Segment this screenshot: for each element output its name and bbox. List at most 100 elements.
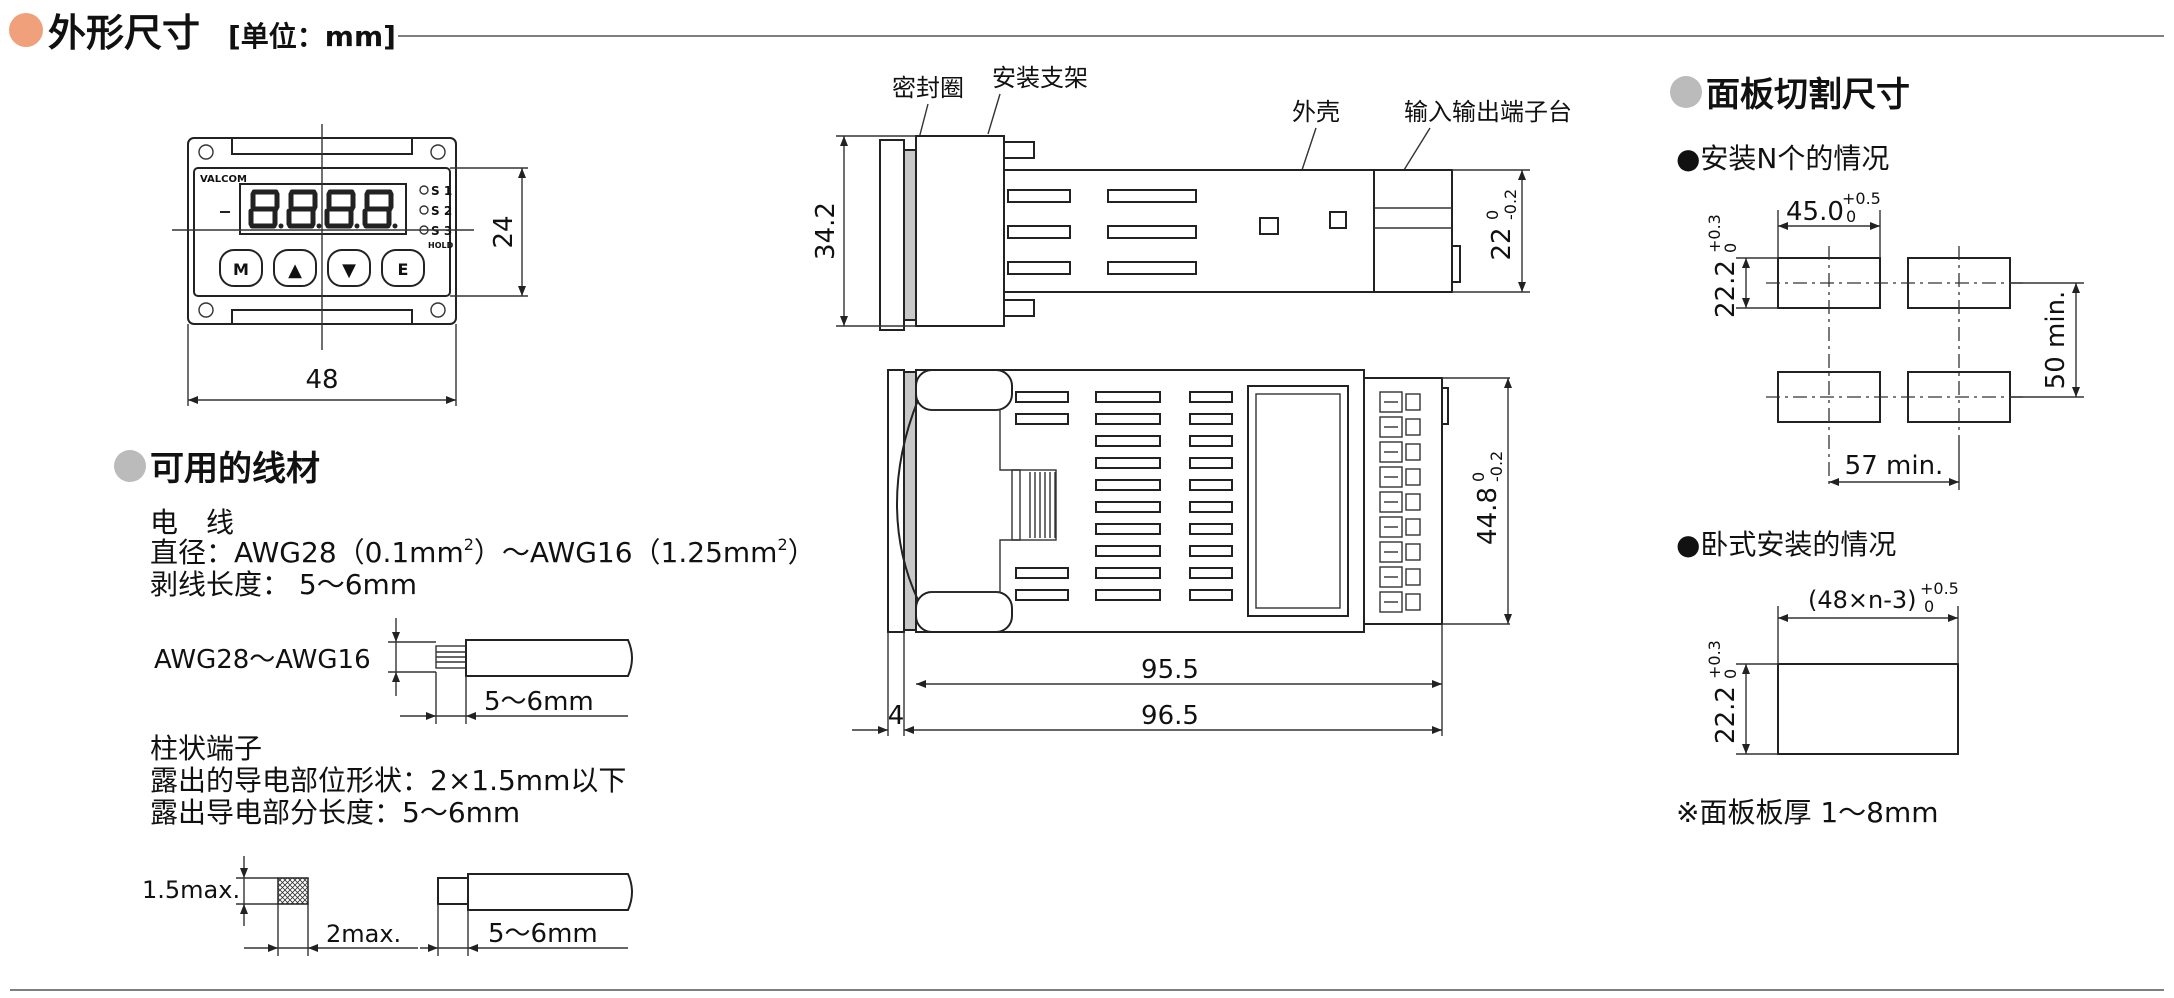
tol-lower: -0.2 (1487, 451, 1506, 482)
gang-width: (48×n-3) (1808, 586, 1917, 614)
pin-max-w: 2max. (326, 920, 401, 948)
vent-slot (1189, 545, 1233, 557)
vent-slot (1095, 545, 1161, 557)
pin-sleeve (467, 873, 633, 911)
section-bullet-icon (1670, 76, 1702, 108)
decimal-point (278, 223, 284, 229)
vent-slot (1015, 567, 1069, 579)
window-inner (1255, 393, 1341, 609)
gang-width-tol-upper: +0.5 (1920, 579, 1959, 598)
terminal-nub-b (1441, 387, 1449, 425)
pin-max-h: 1.5max. (142, 876, 240, 904)
label-bracket: 安装支架 (992, 64, 1088, 92)
vent-slot (1095, 391, 1161, 403)
gang-height: 22.2 (1711, 686, 1741, 744)
dim-height-24: 24 (489, 215, 519, 248)
lamp-icon (419, 205, 429, 215)
arrow-icon (392, 632, 400, 682)
leader-line (1301, 127, 1317, 171)
connector-block (1011, 469, 1057, 541)
indicator-s1: S 1 (431, 184, 452, 198)
dim-34-2: 34.2 (811, 202, 841, 260)
dim-96-5: 96.5 (1141, 701, 1199, 731)
digit-segment (286, 189, 318, 229)
case-horizontal-label: ●卧式安装的情况 (1676, 528, 1896, 561)
terminal-screw-icon (1379, 416, 1403, 438)
front-flange-b (887, 369, 905, 633)
vent-slot (1189, 479, 1233, 491)
decimal-point (392, 223, 398, 229)
seven-segment-display (248, 189, 398, 229)
wire-diameter: 直径：AWG28（0.1mm2）～AWG16（1.25mm2） (150, 535, 816, 569)
terminal-clamp (1405, 543, 1421, 561)
vent-slots-b (1011, 391, 1233, 601)
arrow-icon (1742, 258, 1750, 308)
horizontal-pitch: 57 min. (1845, 451, 1944, 481)
key-down-button (327, 249, 371, 287)
wire-range: AWG28～AWG16 (154, 645, 371, 675)
vent-slot (1189, 457, 1233, 469)
vent-slot (1189, 435, 1233, 447)
front-keys: M ▲ ▼ E (219, 249, 425, 287)
terminal-clamp (1405, 418, 1421, 436)
pin-end (437, 877, 469, 905)
vent-slot (1007, 225, 1071, 239)
vent-slots (1007, 189, 1197, 275)
vent-slot (1107, 189, 1197, 203)
key-m-button (219, 249, 263, 287)
bracket-block (915, 135, 1005, 327)
terminal-screw-icon (1379, 441, 1403, 463)
front-view: VALCOM S 1 S 2 S 3 HOLD M ▲ ▼ E (172, 124, 528, 406)
terminal-nub (1451, 245, 1461, 283)
dim-width-48: 48 (305, 365, 338, 395)
vent-slot (1189, 501, 1233, 513)
terminal-block-b (1363, 377, 1443, 625)
gang-height-tol-upper: +0.3 (1705, 640, 1724, 679)
bracket-arm (915, 591, 1013, 633)
leader-line (1403, 127, 1431, 171)
pin-cross-section (277, 877, 309, 905)
pin-title: 柱状端子 (150, 732, 262, 765)
side-view-bottom: 44.8 0 -0.2 95.5 96.5 4 (852, 369, 1512, 736)
terminal-screws (1379, 391, 1421, 613)
vent-slot (1095, 567, 1161, 579)
key-up-label: ▲ (288, 260, 302, 281)
terminal-screw-icon (1379, 541, 1403, 563)
front-flange (879, 139, 905, 331)
indicator-s3: S 3 (431, 224, 452, 238)
cut-width-tol-upper: +0.5 (1842, 189, 1881, 208)
digit-segment (248, 189, 280, 229)
arrow-icon (426, 712, 476, 720)
cut-height: 22.2 (1711, 260, 1741, 318)
vent-slot (1015, 391, 1069, 403)
vent-slot (1189, 391, 1233, 403)
vent-slot (1015, 413, 1069, 425)
vent-slot (1095, 501, 1161, 513)
wire-title: 可用的线材 (150, 449, 320, 489)
vertical-pitch: 50 min. (2041, 291, 2071, 390)
vent-slot (1107, 261, 1197, 275)
leader-line (987, 93, 1001, 135)
cut-height-tol-upper: +0.3 (1705, 214, 1724, 253)
vent-slot (1095, 589, 1161, 601)
vent-slot (1189, 413, 1233, 425)
header: 外形尺寸 [单位：mm] (9, 11, 2164, 55)
page-title: 外形尺寸 (48, 11, 200, 55)
indicator-hold: HOLD (428, 241, 454, 250)
dim-44-8: 44.8 (1473, 487, 1503, 545)
terminal-screw-icon (1379, 591, 1403, 613)
bracket-tab (1003, 141, 1035, 159)
vent-slot (1007, 261, 1071, 275)
pin-len-dim: 5～6mm (488, 919, 598, 949)
lamp-icon (419, 185, 429, 195)
label-terminal: 输入输出端子台 (1404, 98, 1572, 126)
wire-jacket (465, 639, 633, 677)
cut-height-tol-lower: 0 (1721, 243, 1740, 253)
vent-slot (1095, 523, 1161, 535)
vent-slot (1107, 225, 1197, 239)
cut-width-tol-lower: 0 (1846, 207, 1856, 226)
bracket-curve (896, 399, 919, 601)
unit-label: [单位：mm] (228, 20, 396, 53)
strip-dim: 5～6mm (484, 687, 594, 717)
